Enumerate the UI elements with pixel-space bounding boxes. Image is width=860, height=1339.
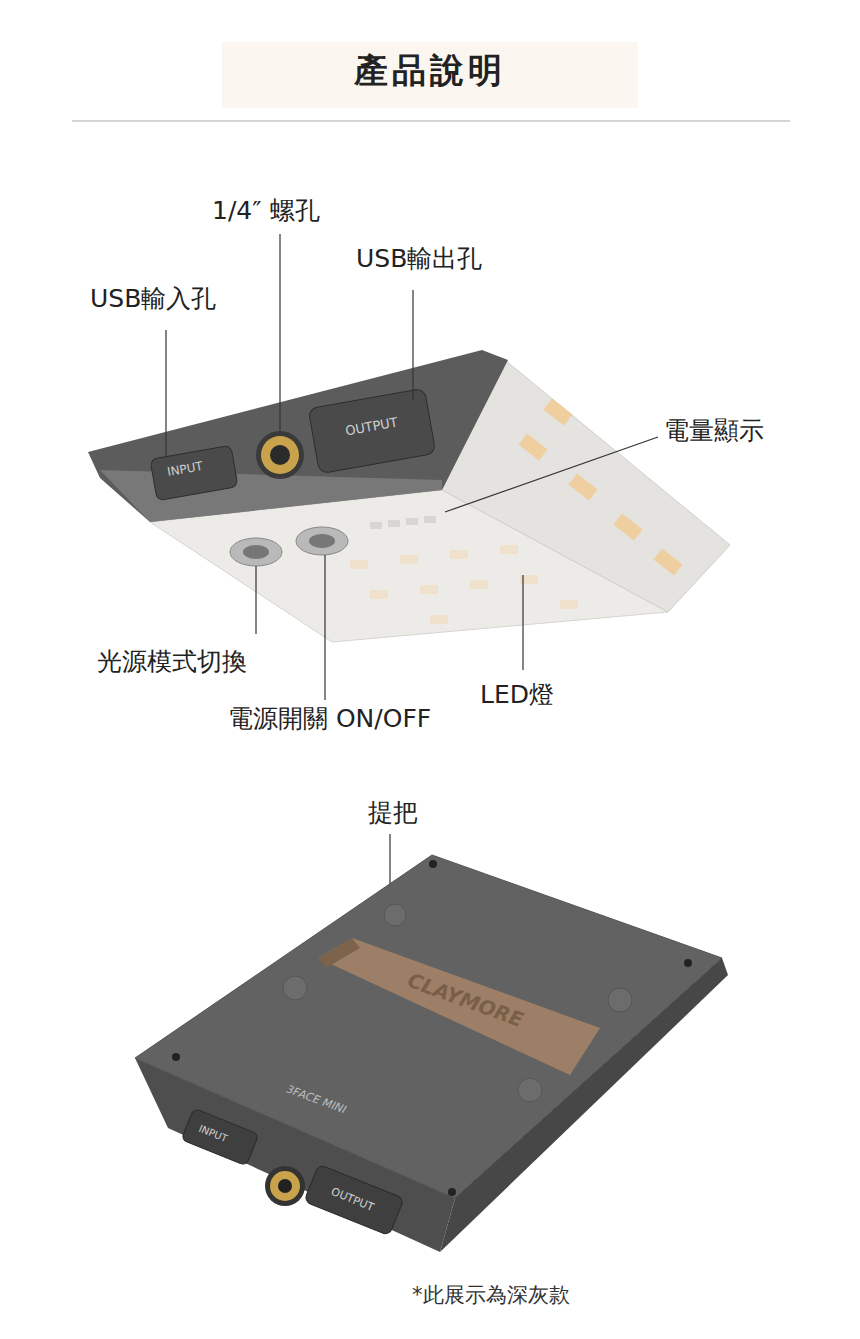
callout-label: 1/4″ 螺孔 <box>212 196 320 226</box>
callout-label: USB輸入孔 <box>90 284 216 314</box>
callout-label: USB輸出孔 <box>356 244 482 274</box>
callout-label: 電量顯示 <box>664 416 764 446</box>
callout-label: LED燈 <box>480 680 554 710</box>
callout-label: 電源開關 ON/OFF <box>228 704 431 734</box>
caption: *此展示為深灰款 <box>412 1283 570 1308</box>
page-title: 產品說明 <box>354 50 506 91</box>
callout-label: 光源模式切換 <box>97 647 247 677</box>
callout-label: 提把 <box>368 798 418 828</box>
